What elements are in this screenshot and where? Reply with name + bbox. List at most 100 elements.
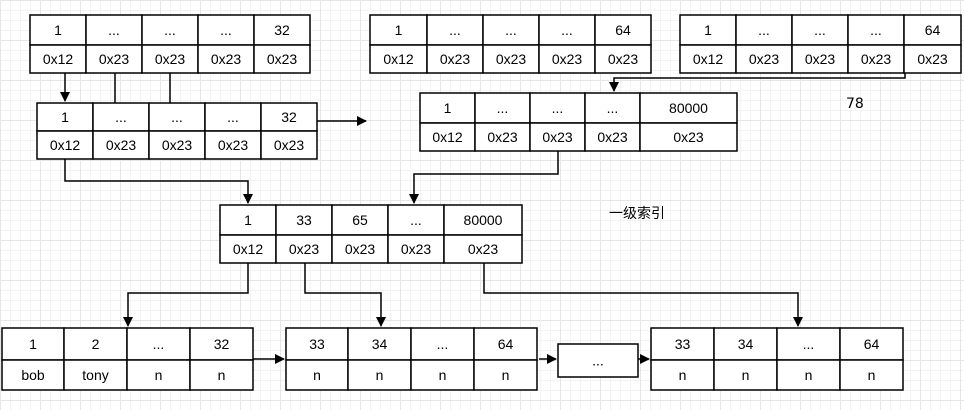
cell-box	[260, 130, 318, 160]
key-cell: 1	[244, 212, 252, 228]
key-cell: 1	[444, 100, 452, 116]
cell-box	[347, 327, 412, 361]
value-cell: 0x23	[155, 51, 186, 67]
key-cell: ...	[410, 212, 422, 228]
key-cell: ...	[153, 336, 165, 352]
cell-box	[387, 234, 445, 264]
cell-box	[650, 359, 715, 391]
cell-box	[639, 92, 738, 124]
value-cell: tony	[82, 367, 108, 383]
value-cell: 0x23	[211, 51, 242, 67]
value-cell: n	[805, 367, 813, 383]
cell-box	[443, 204, 523, 236]
value-cell: 0x12	[383, 51, 414, 67]
cell-box	[679, 44, 737, 74]
value-cell: 0x23	[608, 51, 639, 67]
cell-box	[197, 44, 255, 74]
connector-second-right-to-root	[409, 151, 559, 204]
connector-top-right-to-second-right	[609, 73, 906, 92]
cell-box	[331, 234, 389, 264]
cell-box	[29, 44, 87, 74]
cell-box	[474, 92, 531, 124]
cell-box	[369, 44, 428, 74]
cell-box	[148, 102, 206, 132]
key-cell: 64	[615, 22, 631, 38]
key-cell: 64	[498, 336, 514, 352]
cell-box	[92, 130, 150, 160]
value-cell: n	[868, 367, 876, 383]
key-cell: ...	[803, 336, 815, 352]
key-cell: ...	[171, 109, 183, 125]
cell-box	[473, 359, 538, 391]
value-cell: 0x23	[440, 51, 471, 67]
key-cell: 64	[864, 336, 880, 352]
value-cell: 0x23	[401, 241, 432, 257]
cell-box	[529, 122, 586, 152]
value-cell: 0x23	[289, 241, 320, 257]
value-cell: 0x23	[99, 51, 130, 67]
value-cell: n	[679, 367, 687, 383]
key-cell: 80000	[464, 212, 503, 228]
value-cell: n	[155, 367, 163, 383]
value-cell: 0x12	[693, 51, 724, 67]
cell-box	[253, 44, 311, 74]
cell-box	[776, 359, 841, 391]
cell-box	[426, 44, 484, 74]
label-78: 78	[846, 96, 864, 112]
value-cell: 0x23	[805, 51, 836, 67]
value-cell: n	[742, 367, 750, 383]
key-cell: 32	[274, 22, 290, 38]
connector-root-to-leaf-3	[483, 263, 803, 327]
cell-box	[410, 359, 475, 391]
key-cell: ...	[505, 22, 517, 38]
key-cell: ...	[758, 22, 770, 38]
key-cell: 32	[281, 109, 297, 125]
key-cell: ...	[108, 22, 120, 38]
cell-box	[219, 204, 277, 236]
cell-box	[482, 44, 540, 74]
value-cell: n	[313, 367, 321, 383]
key-cell: ...	[115, 109, 127, 125]
value-cell: 0x23	[673, 129, 704, 145]
value-cell: 0x12	[50, 137, 81, 153]
value-cell: 0x23	[345, 241, 376, 257]
value-cell: n	[218, 367, 226, 383]
key-cell: ...	[497, 100, 509, 116]
cell-box	[839, 327, 904, 361]
key-cell: ...	[437, 336, 449, 352]
key-cell: 1	[54, 22, 62, 38]
key-cell: 33	[309, 336, 325, 352]
cell-box	[148, 130, 206, 160]
cell-box	[275, 234, 333, 264]
key-cell: ...	[561, 22, 573, 38]
key-cell: 32	[214, 336, 230, 352]
cell-box	[189, 327, 254, 361]
cell-box	[557, 343, 639, 378]
cell-box	[285, 327, 349, 361]
cell-box	[473, 327, 538, 361]
key-cell: ...	[870, 22, 882, 38]
cell-box	[1, 327, 65, 361]
connector-second-left-to-root	[64, 159, 253, 204]
cell-box	[735, 44, 793, 74]
cell-box	[85, 44, 143, 74]
cell-box	[639, 122, 738, 152]
cell-box	[275, 204, 333, 236]
value-cell: 0x23	[917, 51, 948, 67]
value-cell: 0x23	[749, 51, 780, 67]
node-leaf-ellipsis: ...	[557, 343, 639, 378]
cell-box	[839, 359, 904, 391]
value-cell: 0x23	[542, 129, 573, 145]
key-cell: ...	[227, 109, 239, 125]
key-cell: 33	[675, 336, 691, 352]
value-cell: 0x23	[597, 129, 628, 145]
cell-box	[285, 359, 349, 391]
nodes: 1......... 32 0x12 0x23 0x23 0x23 0x23 1.......…	[1, 14, 962, 391]
value-cell: n	[439, 367, 447, 383]
cell-box	[1, 359, 65, 391]
key-cell: ...	[607, 100, 619, 116]
key-cell: ...	[220, 22, 232, 38]
